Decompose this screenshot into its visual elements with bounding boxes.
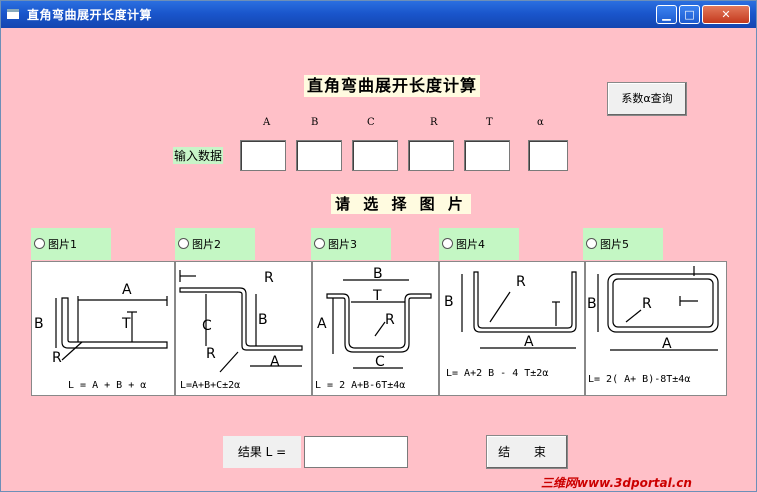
- input-t[interactable]: [464, 140, 510, 171]
- radio-icon[interactable]: [442, 238, 453, 249]
- dim-label: R: [642, 296, 652, 312]
- dim-label: A: [270, 354, 280, 370]
- maximize-button[interactable]: □: [679, 5, 700, 24]
- radio-label: 图片1: [48, 238, 77, 251]
- dim-label: C: [202, 318, 212, 334]
- input-c[interactable]: [352, 140, 398, 171]
- dim-label: A: [317, 316, 327, 332]
- radio-label: 图片3: [328, 238, 357, 251]
- dim-label: R: [264, 270, 274, 286]
- dim-label: A: [662, 336, 672, 352]
- dim-label: C: [375, 354, 385, 370]
- minimize-button[interactable]: ▁: [656, 5, 677, 24]
- dim-label: B: [587, 296, 597, 312]
- radio-icon[interactable]: [178, 238, 189, 249]
- dim-label: R: [385, 312, 395, 328]
- radio-label: 图片5: [600, 238, 629, 251]
- bend-diagram-1: A B R T: [34, 282, 168, 366]
- dim-label: A: [524, 334, 534, 350]
- maximize-icon: □: [684, 8, 695, 21]
- dim-label: B: [258, 312, 268, 328]
- radio-picture-1[interactable]: 图片1: [31, 228, 111, 260]
- input-a[interactable]: [240, 140, 286, 171]
- input-b[interactable]: [296, 140, 342, 171]
- dim-label: T: [372, 288, 382, 304]
- dim-label: R: [52, 350, 62, 366]
- radio-label: 图片4: [456, 238, 485, 251]
- dim-label: R: [206, 346, 216, 362]
- select-picture-heading: 请 选 择 图 片: [331, 194, 471, 214]
- window-title: 直角弯曲展开长度计算: [27, 8, 153, 22]
- alpha-lookup-button[interactable]: 系数α查询: [607, 82, 687, 116]
- bend-diagram-2: R C B R A: [179, 270, 303, 373]
- formula-5: L= 2( A+ B)-8T±4α: [588, 374, 691, 385]
- formula-4: L= A+2 B - 4 T±2α: [446, 368, 549, 379]
- close-icon: ✕: [721, 8, 731, 21]
- dim-label: T: [121, 316, 131, 332]
- end-button[interactable]: 结 束: [486, 435, 568, 469]
- column-label-alpha: α: [537, 117, 544, 128]
- radio-picture-5[interactable]: 图片5: [583, 228, 663, 260]
- result-output[interactable]: [304, 436, 408, 468]
- dim-label: B: [373, 266, 383, 282]
- dim-label: B: [34, 316, 44, 332]
- minimize-icon: ▁: [662, 8, 671, 21]
- formula-1: L = A + B + α: [68, 380, 147, 391]
- column-label-r: R: [430, 117, 438, 128]
- formula-3: L = 2 A+B-6T±4α: [315, 380, 406, 391]
- picture-4-diagram[interactable]: B R A L= A+2 B - 4 T±2α: [439, 261, 585, 396]
- title-bar[interactable]: 直角弯曲展开长度计算 ▁ □ ✕: [1, 1, 756, 28]
- dim-label: R: [516, 274, 526, 290]
- picture-2-diagram[interactable]: R C B R A L=A+B+C±2α: [175, 261, 312, 396]
- dim-label: A: [122, 282, 132, 298]
- input-r[interactable]: [408, 140, 454, 171]
- result-label: 结果 L =: [223, 436, 301, 468]
- radio-picture-2[interactable]: 图片2: [175, 228, 255, 260]
- input-data-label: 输入数据: [173, 147, 224, 164]
- input-alpha[interactable]: [528, 140, 568, 171]
- column-label-a: A: [263, 117, 271, 128]
- column-label-t: T: [486, 117, 493, 128]
- page-title: 直角弯曲展开长度计算: [304, 75, 481, 97]
- radio-icon[interactable]: [586, 238, 597, 249]
- picture-3-diagram[interactable]: B T A R C L = 2 A+B-6T±4α: [312, 261, 439, 396]
- bend-diagram-4: B R A: [444, 271, 577, 350]
- radio-icon[interactable]: [34, 238, 45, 249]
- bend-diagram-5: B R A: [587, 266, 719, 352]
- dim-label: B: [444, 294, 454, 310]
- column-label-c: C: [367, 117, 375, 128]
- column-label-b: B: [311, 117, 319, 128]
- app-icon: [7, 9, 19, 19]
- formula-2: L=A+B+C±2α: [180, 380, 241, 391]
- radio-icon[interactable]: [314, 238, 325, 249]
- picture-1-diagram[interactable]: A B R T L = A + B + α: [31, 261, 175, 396]
- picture-5-diagram[interactable]: B R A L= 2( A+ B)-8T±4α: [585, 261, 727, 396]
- close-button[interactable]: ✕: [702, 5, 750, 24]
- radio-picture-4[interactable]: 图片4: [439, 228, 519, 260]
- radio-label: 图片2: [192, 238, 221, 251]
- bend-diagram-3: B T A R C: [317, 266, 432, 370]
- radio-picture-3[interactable]: 图片3: [311, 228, 391, 260]
- watermark: 三维网www.3dportal.cn: [541, 476, 692, 490]
